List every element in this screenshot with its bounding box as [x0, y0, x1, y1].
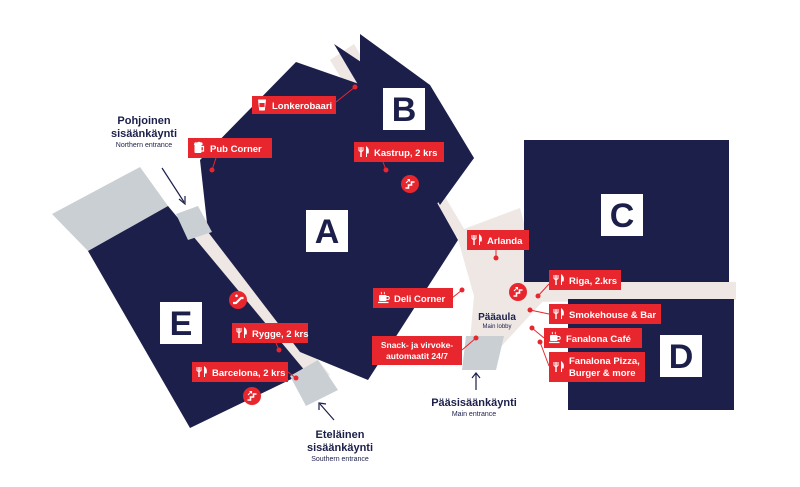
venue-arlanda[interactable]: Arlanda: [467, 230, 529, 261]
southern-entrance-pad[interactable]: [290, 360, 338, 406]
venue-lonkerobaari[interactable]: Lonkerobaari: [252, 84, 358, 115]
southern-entrance-label: Eteläinen sisäänkäynti Southern entrance: [307, 429, 373, 463]
svg-text:Burger & more: Burger & more: [569, 368, 636, 379]
svg-text:B: B: [392, 91, 417, 129]
southern-entrance-arrow-icon: [318, 402, 335, 421]
svg-text:Rygge, 2 krs: Rygge, 2 krs: [252, 329, 309, 340]
venue-barcelona[interactable]: Barcelona, 2 krs: [192, 362, 299, 382]
venue-pub-corner[interactable]: Pub Corner: [188, 138, 272, 173]
svg-text:E: E: [170, 305, 193, 343]
svg-text:Pääaula: Pääaula: [478, 312, 516, 323]
svg-text:D: D: [669, 338, 694, 376]
svg-text:Northern entrance: Northern entrance: [116, 142, 173, 149]
svg-text:A: A: [315, 213, 340, 251]
main-entrance-pad[interactable]: [462, 336, 504, 370]
svg-text:Arlanda: Arlanda: [487, 236, 523, 247]
svg-text:sisäänkäynti: sisäänkäynti: [307, 442, 373, 454]
svg-text:Main entrance: Main entrance: [452, 411, 496, 418]
terminal-a-label[interactable]: A: [306, 210, 348, 252]
svg-text:Pohjoinen: Pohjoinen: [117, 115, 170, 127]
stairs-lobby[interactable]: [509, 283, 527, 301]
venue-deli-corner[interactable]: Deli Corner: [373, 287, 465, 309]
svg-text:automaatit 24/7: automaatit 24/7: [386, 351, 448, 361]
venue-rygge[interactable]: Rygge, 2 krs: [232, 323, 309, 353]
main-lobby-label: Pääaula Main lobby: [478, 312, 516, 330]
svg-text:Smokehouse & Bar: Smokehouse & Bar: [569, 310, 656, 321]
svg-text:Pub Corner: Pub Corner: [210, 144, 262, 155]
venue-kastrup[interactable]: Kastrup, 2 krs: [354, 142, 444, 173]
terminal-b-label[interactable]: B: [383, 88, 425, 130]
escalator-e[interactable]: [229, 291, 247, 309]
northern-entrance-pad[interactable]: [176, 206, 212, 240]
main-entrance-label: Pääsisäänkäynti Main entrance: [431, 397, 517, 418]
venue-riga[interactable]: Riga, 2.krs: [535, 270, 622, 299]
svg-text:sisäänkäynti: sisäänkäynti: [111, 128, 177, 140]
svg-text:Snack- ja virvoke-: Snack- ja virvoke-: [381, 340, 453, 350]
terminal-c-label[interactable]: C: [601, 194, 643, 236]
venue-fanalona-pizza[interactable]: Fanalona Pizza, Burger & more: [537, 339, 646, 383]
svg-text:Deli Corner: Deli Corner: [394, 294, 446, 305]
northern-entrance-arrow-icon: [161, 167, 186, 206]
svg-text:Barcelona, 2 krs: Barcelona, 2 krs: [212, 368, 285, 379]
terminal-d-label[interactable]: D: [660, 335, 702, 377]
main-entrance-arrow-icon: [471, 372, 481, 390]
svg-text:Kastrup, 2 krs: Kastrup, 2 krs: [374, 148, 437, 159]
stairs-barcelona[interactable]: [243, 387, 261, 405]
svg-text:Main lobby: Main lobby: [482, 324, 511, 330]
drink-icon: [258, 99, 266, 111]
svg-text:Riga, 2.krs: Riga, 2.krs: [569, 276, 617, 287]
northern-entrance-label: Pohjoinen sisäänkäynti Northern entrance: [111, 115, 177, 149]
venue-fanalona-cafe[interactable]: Fanalona Café: [529, 325, 643, 349]
svg-text:Lonkerobaari: Lonkerobaari: [272, 101, 332, 112]
stairs-kastrup[interactable]: [401, 175, 419, 193]
venue-snack-machines[interactable]: Snack- ja virvoke- automaatit 24/7: [372, 335, 479, 366]
svg-text:Pääsisäänkäynti: Pääsisäänkäynti: [431, 397, 517, 409]
svg-text:Southern entrance: Southern entrance: [311, 456, 369, 463]
svg-text:Fanalona Café: Fanalona Café: [566, 334, 631, 345]
svg-text:C: C: [610, 197, 635, 235]
terminal-e-label[interactable]: E: [160, 302, 202, 344]
svg-text:Fanalona Pizza,: Fanalona Pizza,: [569, 356, 640, 367]
outer-gray-block: [52, 167, 168, 251]
venue-smokehouse-bar[interactable]: Smokehouse & Bar: [527, 304, 662, 324]
svg-text:Eteläinen: Eteläinen: [316, 429, 365, 441]
